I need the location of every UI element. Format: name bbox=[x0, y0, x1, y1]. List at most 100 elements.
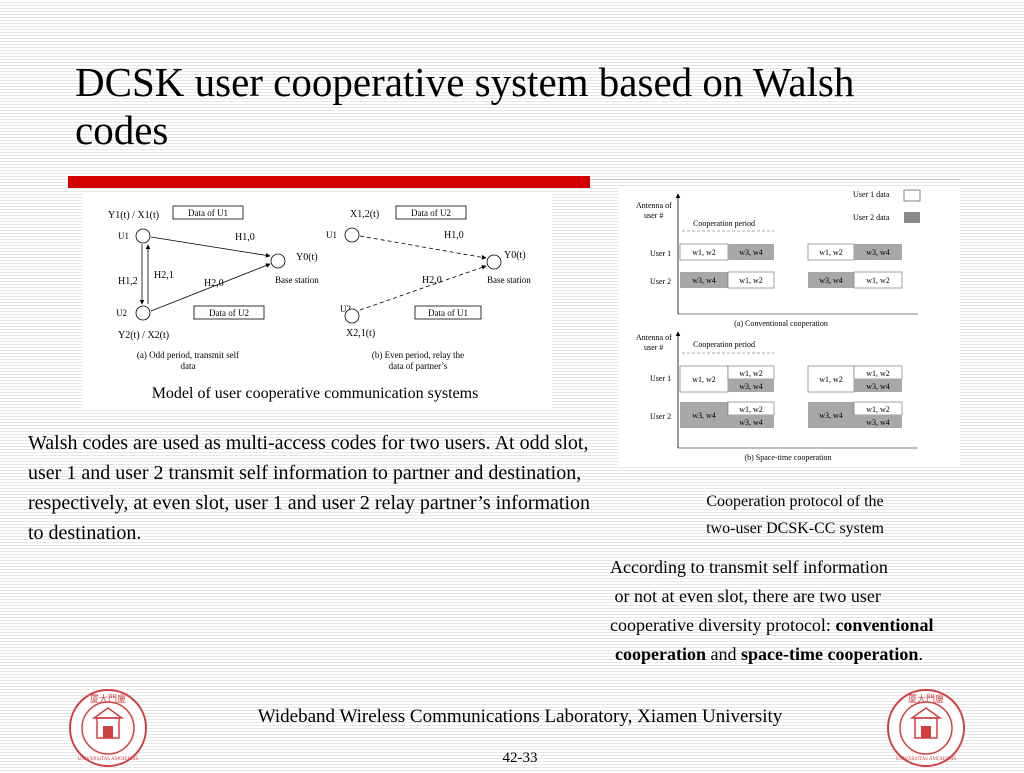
even-y0: Y0(t) bbox=[504, 250, 526, 261]
odd-h21: H2,1 bbox=[154, 270, 174, 281]
odd-caption-2: data bbox=[181, 361, 196, 371]
st-u2-cell4b bbox=[854, 415, 902, 428]
odd-h12: H1,2 bbox=[118, 276, 138, 287]
bold-cooperation: cooperation bbox=[615, 644, 706, 664]
odd-link-u2-bs bbox=[150, 263, 271, 312]
page-number: 42-33 bbox=[502, 750, 538, 766]
st-u2-cell2b bbox=[728, 415, 774, 428]
legend-user1-swatch bbox=[903, 189, 921, 202]
odd-node-u1 bbox=[135, 228, 151, 244]
even-label-top: X1,2(t) bbox=[350, 209, 379, 220]
even-link-u1-bs bbox=[359, 235, 487, 260]
conv-u2-cell2 bbox=[727, 271, 775, 289]
right-para-line2: or not at even slot, there are two user bbox=[610, 586, 881, 606]
cooperation-protocol-figure: User 1 data User 2 data Antenna of user … bbox=[618, 186, 960, 466]
st-u1-cell1 bbox=[679, 365, 729, 393]
st-u2-cell1 bbox=[680, 402, 728, 428]
even-period-diagram: X1,2(t) Data of U2 U1 H1,0 Y0(t) Base st… bbox=[326, 205, 531, 371]
st-u2-text2a: w1, w2 bbox=[739, 405, 763, 414]
even-caption-1: (b) Even period, relay the bbox=[372, 350, 464, 360]
slide-title: DCSK user cooperative system based on Wa… bbox=[75, 59, 855, 153]
st-u2-text2b: w3, w4 bbox=[739, 418, 763, 427]
conv-u2-cell1 bbox=[680, 272, 728, 288]
st-u1-text3: w1, w2 bbox=[819, 375, 843, 384]
system-model-caption: Model of user cooperative communication … bbox=[151, 385, 479, 402]
conv-u2-cell4 bbox=[853, 271, 903, 289]
st-u1-text2a: w1, w2 bbox=[739, 369, 763, 378]
bold-space-time: space-time cooperation bbox=[740, 644, 919, 664]
odd-h10: H1,0 bbox=[235, 232, 255, 243]
even-link-u2-bs bbox=[359, 265, 487, 311]
legend-user2-swatch bbox=[904, 212, 920, 223]
even-box-bottom bbox=[414, 305, 482, 320]
right-para-and: and bbox=[705, 644, 741, 664]
conv-u1-cell4 bbox=[854, 244, 902, 260]
st-u1-text4b: w3, w4 bbox=[866, 382, 890, 391]
st-user1: User 1 bbox=[650, 374, 671, 383]
right-para-line4: cooperation and space-time cooperation. bbox=[610, 640, 1024, 669]
footer-lab-name: Wideband Wireless Communications Laborat… bbox=[257, 706, 783, 727]
st-u1-cell2b bbox=[728, 379, 774, 392]
st-antenna-2: user # bbox=[644, 343, 663, 352]
st-coop-period: Cooperation period bbox=[693, 340, 755, 349]
conv-u2-text2: w1, w2 bbox=[739, 276, 763, 285]
odd-label-top: Y1(t) / X1(t) bbox=[108, 210, 159, 221]
even-h10: H1,0 bbox=[444, 230, 464, 241]
odd-node-u1-label: U1 bbox=[118, 231, 129, 241]
odd-base-station bbox=[270, 253, 286, 269]
seal-right-top-text: 厦大門廈 bbox=[908, 693, 944, 704]
conv-user2: User 2 bbox=[650, 277, 671, 286]
even-base-station bbox=[486, 254, 502, 270]
body-paragraph: Walsh codes are used as multi-access cod… bbox=[28, 432, 591, 544]
odd-link-u1-bs bbox=[150, 236, 271, 258]
university-seal-right: 厦大門廈 UNIVERSITAS AMOIENSIS bbox=[886, 688, 966, 768]
university-seal-right-icon: 厦大門廈 UNIVERSITAS AMOIENSIS bbox=[887, 689, 965, 767]
odd-h20: H2,0 bbox=[204, 278, 224, 289]
even-caption-2: data of partner’s bbox=[389, 361, 448, 371]
st-u1-cell3 bbox=[807, 365, 855, 393]
conv-u2-cell3 bbox=[808, 272, 854, 288]
seal-right-ring-text: UNIVERSITAS AMOIENSIS bbox=[896, 757, 957, 762]
odd-node-u2-label: U2 bbox=[116, 308, 127, 318]
right-para-period: . bbox=[918, 644, 923, 664]
cooperation-protocol-diagram: User 1 data User 2 data Antenna of user … bbox=[636, 189, 921, 462]
st-u2-text3: w3, w4 bbox=[819, 411, 843, 420]
st-caption: (b) Space-time cooperation bbox=[744, 453, 831, 462]
even-node-u2 bbox=[344, 308, 360, 324]
conv-u1-text4: w3, w4 bbox=[866, 248, 890, 257]
st-u2-text1: w3, w4 bbox=[692, 411, 716, 420]
even-base-label: Base station bbox=[487, 275, 531, 285]
conv-u2-text4: w1, w2 bbox=[866, 276, 890, 285]
st-u2-text4a: w1, w2 bbox=[866, 405, 890, 414]
conv-u1-text1: w1, w2 bbox=[692, 248, 716, 257]
conv-u1-text3: w1, w2 bbox=[819, 248, 843, 257]
odd-box-u1-label: Data of U1 bbox=[188, 208, 228, 218]
even-h20: H2,0 bbox=[422, 275, 442, 286]
st-u1-text2b: w3, w4 bbox=[739, 382, 763, 391]
legend-user1-label: User 1 data bbox=[853, 190, 890, 199]
conv-u2-text1: w3, w4 bbox=[692, 276, 716, 285]
space-time-cooperation: Antenna of user # Cooperation period Use… bbox=[636, 331, 918, 462]
seal-left-top-text: 厦大門廈 bbox=[90, 693, 126, 704]
st-u1-text4a: w1, w2 bbox=[866, 369, 890, 378]
conv-u1-cell2 bbox=[728, 244, 774, 260]
odd-box-u2-label: Data of U2 bbox=[209, 308, 249, 318]
odd-caption-1: (a) Odd period, transmit self bbox=[137, 350, 239, 360]
even-node-u1 bbox=[344, 227, 360, 243]
legend-user2-label: User 2 data bbox=[853, 213, 890, 222]
st-antenna-1: Antenna of bbox=[636, 333, 672, 342]
bold-conventional: conventional bbox=[835, 615, 934, 635]
right-para-line1: According to transmit self information bbox=[610, 557, 888, 577]
protocol-description: According to transmit self information o… bbox=[610, 553, 1024, 669]
odd-box-u2 bbox=[193, 305, 265, 320]
cooperation-protocol-caption: Cooperation protocol of the two-user DCS… bbox=[630, 488, 960, 542]
conventional-cooperation: Antenna of user # Cooperation period Use… bbox=[636, 193, 918, 328]
accent-bar-gray-line bbox=[590, 179, 960, 180]
title-accent-bar bbox=[68, 176, 960, 188]
even-node-u1-label: U1 bbox=[326, 230, 337, 240]
odd-base-label: Base station bbox=[275, 275, 319, 285]
even-box-top-label: Data of U2 bbox=[411, 208, 451, 218]
conv-user1: User 1 bbox=[650, 249, 671, 258]
conv-coop-period: Cooperation period bbox=[693, 219, 755, 228]
system-model-diagram: Y1(t) / X1(t) Data of U1 U1 H1,0 H1,2 H2… bbox=[108, 205, 531, 371]
